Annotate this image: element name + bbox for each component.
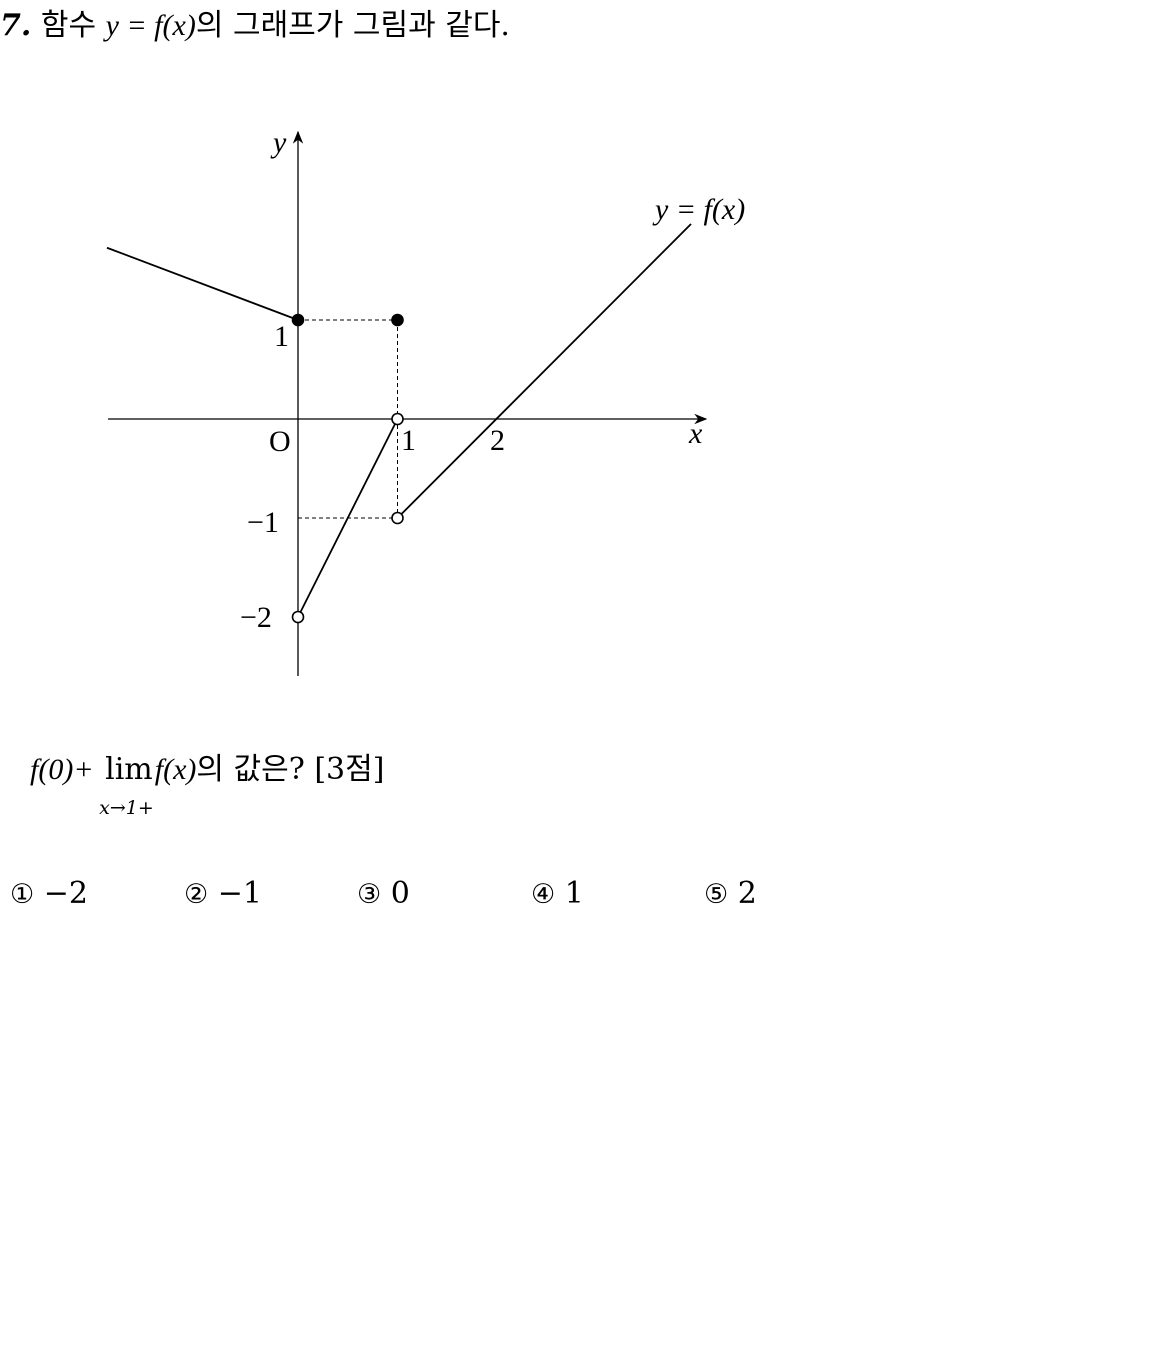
choice-2[interactable]: ② −1 (184, 874, 262, 915)
question-text-after: 의 그래프가 그림과 같다. (195, 8, 510, 43)
curve-label: y = f(x) (652, 193, 745, 226)
open-point-piece-2-start (291, 610, 305, 624)
question-text-before: 함수 (40, 8, 106, 43)
open-point-piece-3-start (391, 511, 404, 525)
question-ask: f(0)+ lim x→1+ f(x)의 값은? [3점] (30, 750, 385, 819)
choice-5-value: 2 (737, 876, 757, 911)
y-tick-label-1: 1 (274, 320, 289, 353)
graph-piece-3 (396, 223, 692, 519)
isolated-point (391, 313, 404, 327)
origin-label: O (269, 425, 291, 458)
choice-2-value: −1 (217, 876, 262, 911)
graph-endpoints (291, 313, 404, 624)
limit-operator: lim x→1+ (99, 750, 154, 819)
y-tick-label-minus-2: −2 (240, 601, 272, 634)
closed-point-piece-1-end (291, 313, 305, 327)
choice-5-mark: ⑤ (704, 879, 729, 910)
ask-expression-f0: f(0)+ (30, 753, 94, 786)
choice-1[interactable]: ① −2 (10, 874, 88, 915)
function-graph: y x O 1 2 1 −1 −2 y = f(x) (106, 126, 745, 676)
y-axis-label: y (270, 126, 287, 159)
choice-3[interactable]: ③ 0 (357, 874, 410, 915)
choice-2-mark: ② (184, 879, 209, 910)
graph-piece-1 (106, 246, 299, 321)
x-tick-label-2: 2 (490, 424, 505, 457)
graph-piece-2 (297, 418, 399, 618)
question-line: 7. 함수 y = f(x)의 그래프가 그림과 같다. (0, 6, 510, 46)
graph-pieces (106, 223, 692, 618)
choice-4[interactable]: ④ 1 (531, 874, 584, 915)
y-tick-label-minus-1: −1 (247, 506, 279, 539)
choice-1-mark: ① (10, 879, 35, 910)
ask-expression-fx: f(x) (154, 753, 197, 786)
choice-1-value: −2 (43, 876, 88, 911)
ask-text: 의 값은? [3점] (196, 752, 385, 787)
choice-4-value: 1 (564, 876, 584, 911)
question-number: 7. (0, 8, 32, 43)
x-tick-label-1: 1 (401, 424, 416, 457)
choice-5[interactable]: ⑤ 2 (704, 874, 757, 915)
question-function-expression: y = f(x) (105, 9, 196, 42)
limit-subscript: x→1+ (99, 797, 154, 819)
x-axis-label: x (688, 417, 703, 450)
choice-3-value: 0 (390, 876, 410, 911)
open-point-piece-2-end (391, 412, 404, 426)
choice-3-mark: ③ (357, 879, 382, 910)
limit-word: lim (105, 752, 153, 787)
choice-4-mark: ④ (531, 879, 556, 910)
